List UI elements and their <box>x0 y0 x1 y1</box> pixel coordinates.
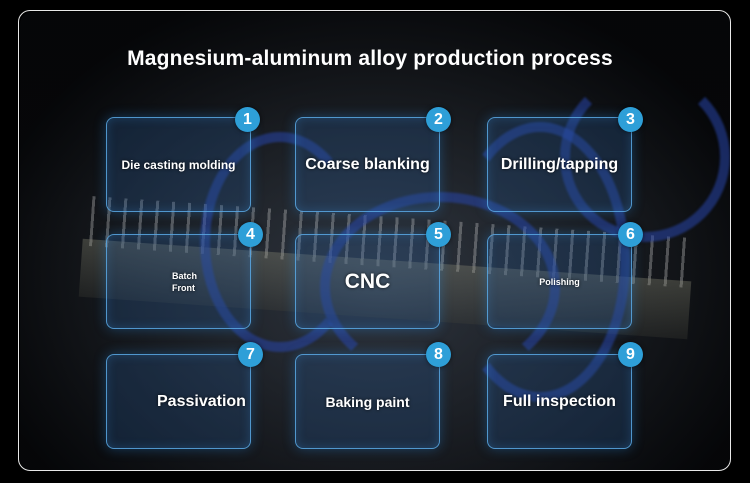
step-card-8: Baking paint <box>295 354 440 449</box>
step-label: Coarse blanking <box>305 155 430 173</box>
step-label: Batch Front <box>119 270 250 294</box>
step-label-line: Batch <box>171 270 197 281</box>
step-label-line: Front <box>172 282 195 293</box>
step-number-badge: 3 <box>618 107 643 132</box>
background-hose <box>450 122 630 402</box>
step-number-badge: 6 <box>618 222 643 247</box>
step-label: Baking paint <box>325 393 410 410</box>
background-hose <box>200 132 360 352</box>
step-card-9: Full inspection <box>487 354 632 449</box>
step-label: Drilling/tapping <box>500 155 619 173</box>
step-card-3: Drilling/tapping <box>487 117 632 212</box>
step-label: Polishing <box>539 276 580 287</box>
step-label: CNC <box>344 269 391 293</box>
step-card-5: CNC <box>295 234 440 329</box>
background-hose <box>560 72 730 242</box>
machinery-background-image <box>20 12 731 471</box>
step-number-badge: 1 <box>235 107 260 132</box>
step-label: Passivation <box>157 392 246 410</box>
page-title: Magnesium-aluminum alloy production proc… <box>127 47 613 70</box>
outer-frame <box>18 10 731 471</box>
step-card-7: Passivation <box>106 354 251 449</box>
step-card-4: Batch Front <box>106 234 251 329</box>
step-label: Die casting molding <box>121 157 236 172</box>
step-label: Full inspection <box>503 392 616 410</box>
step-number-badge: 5 <box>426 222 451 247</box>
step-card-1: Die casting molding <box>106 117 251 212</box>
step-card-6: Polishing <box>487 234 632 329</box>
step-number-badge: 9 <box>618 342 643 367</box>
step-number-badge: 4 <box>238 222 263 247</box>
step-number-badge: 2 <box>426 107 451 132</box>
step-card-2: Coarse blanking <box>295 117 440 212</box>
step-number-badge: 8 <box>426 342 451 367</box>
step-number-badge: 7 <box>238 342 263 367</box>
